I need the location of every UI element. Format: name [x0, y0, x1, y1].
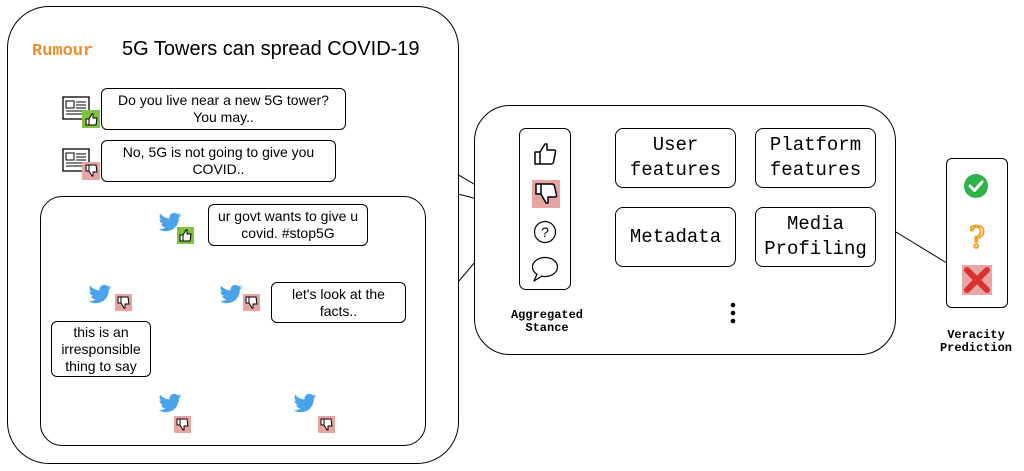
post-bubble-1: Do you live near a new 5G tower? You may… [101, 88, 346, 130]
twitter-icon [158, 212, 182, 232]
comment-icon [531, 256, 559, 282]
metadata-box: Metadata [615, 207, 736, 267]
aggregated-stance-label: Aggregated Stance [510, 308, 583, 335]
more-features-ellipsis-icon [730, 302, 736, 324]
rumour-claim: 5G Towers can spread COVID-19 [122, 38, 420, 60]
twitter-icon [293, 393, 317, 413]
deny-stance-icon [115, 294, 132, 311]
deny-stance-icon [174, 416, 191, 433]
svg-text:?: ? [969, 221, 985, 256]
post-bubble-2: No, 5G is not going to give you COVID.. [101, 140, 336, 182]
tweet-bubble-left: this is an irresponsible thing to say [51, 321, 151, 377]
deny-stance-icon [243, 294, 260, 311]
deny-stance-icon [82, 162, 100, 180]
rumour-tag: Rumour [32, 42, 94, 61]
veracity-prediction-label: Veracity Prediction [939, 328, 1012, 355]
deny-stance-icon [318, 416, 335, 433]
tweet-bubble-root: ur govt wants to give u covid. #stop5G [208, 204, 368, 246]
cross-icon [962, 265, 992, 295]
connector-veracity [895, 231, 956, 269]
question-icon: ? [533, 220, 557, 244]
thumbs-up-icon [534, 143, 557, 165]
support-stance-icon [177, 227, 194, 244]
media-profiling-box: Media Profiling [755, 207, 876, 267]
twitter-icon [219, 284, 243, 304]
twitter-icon [158, 393, 182, 413]
thumbs-down-icon [532, 180, 560, 208]
platform-features-box: Platform features [755, 128, 876, 188]
question-mark-icon: ? [968, 220, 986, 257]
check-icon [964, 174, 988, 198]
tweet-bubble-mid: let's look at the facts.. [271, 282, 406, 323]
user-features-box: User features [615, 128, 736, 188]
svg-text:?: ? [541, 224, 549, 240]
twitter-icon [88, 284, 112, 304]
support-stance-icon [82, 110, 100, 128]
